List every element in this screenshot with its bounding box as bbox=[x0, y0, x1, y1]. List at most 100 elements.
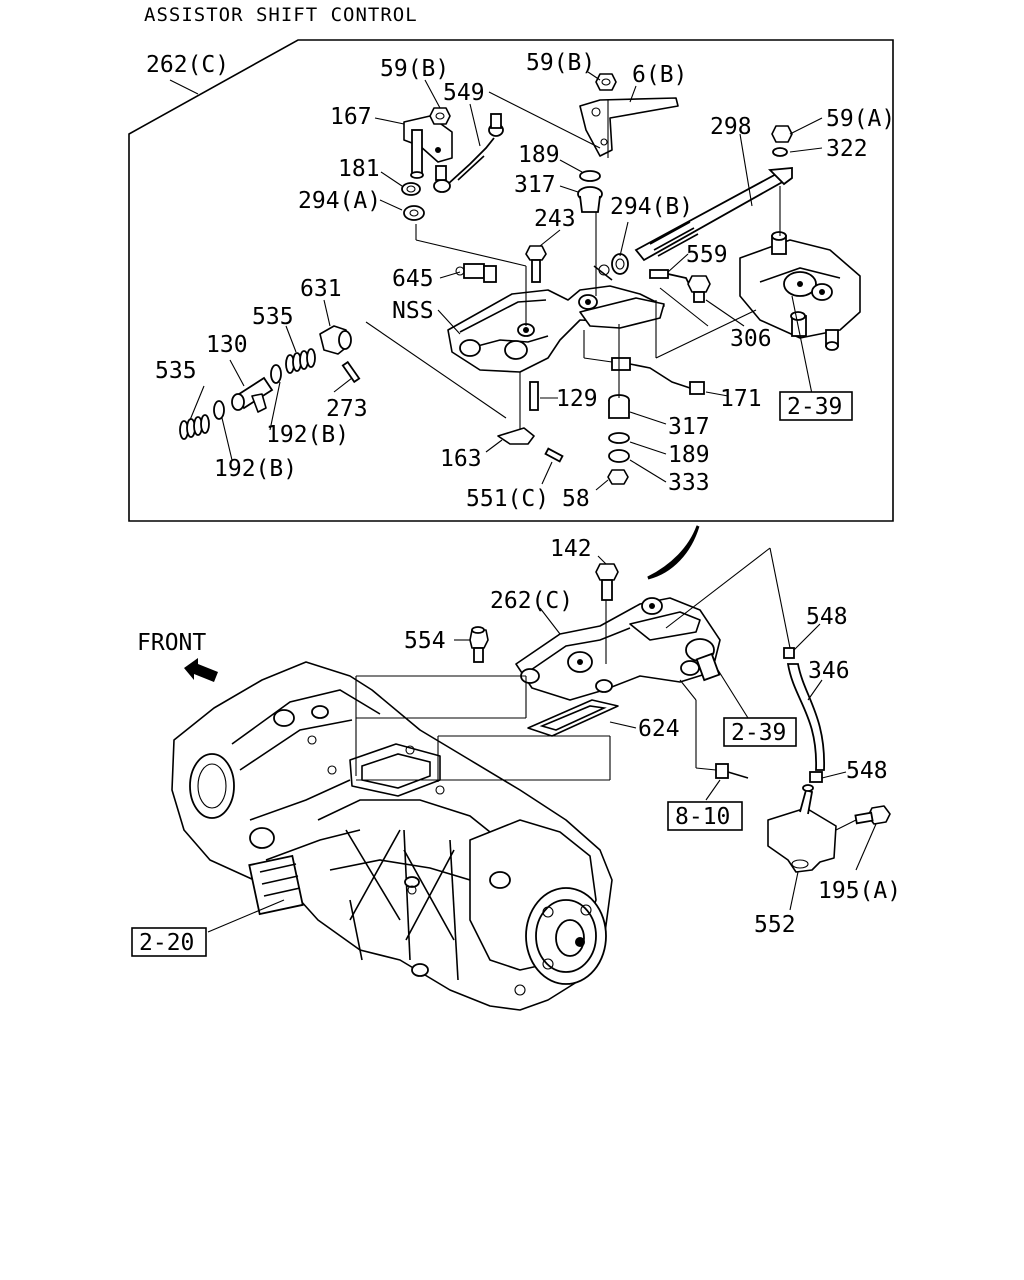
callout-142: 142 bbox=[550, 536, 592, 562]
washer-part bbox=[213, 400, 225, 420]
bushing-part bbox=[608, 394, 630, 419]
stud-bolt-part bbox=[469, 626, 489, 663]
hose-fitting-part bbox=[783, 647, 795, 659]
hose-part bbox=[786, 663, 825, 771]
inset-frame bbox=[128, 39, 894, 522]
diagram-title: ASSISTOR SHIFT CONTROL bbox=[144, 4, 418, 26]
callout-559: 559 bbox=[686, 242, 728, 268]
bushing-part bbox=[403, 205, 425, 221]
callout-346: 346 bbox=[808, 658, 850, 684]
callout-130: 130 bbox=[206, 332, 248, 358]
valve-assembly-part bbox=[739, 231, 861, 351]
washer-part bbox=[772, 147, 788, 157]
washer-part bbox=[401, 182, 421, 196]
callout-195a: 195(A) bbox=[818, 878, 901, 904]
callout-554: 554 bbox=[404, 628, 446, 654]
spring-part bbox=[285, 348, 316, 374]
callout-317-bottom: 317 bbox=[668, 414, 710, 440]
callout-294a: 294(A) bbox=[298, 188, 381, 214]
bracket-part bbox=[767, 784, 837, 873]
callout-59b-right: 59(B) bbox=[526, 50, 595, 76]
washer-hole bbox=[406, 185, 416, 193]
shift-shaft-part bbox=[634, 167, 793, 262]
front-arrow-icon bbox=[184, 658, 218, 682]
transmission-part bbox=[171, 661, 613, 1011]
callout-552: 552 bbox=[754, 912, 796, 938]
nut-part bbox=[429, 107, 451, 125]
bushing-part bbox=[577, 186, 603, 213]
callout-189-bottom: 189 bbox=[668, 442, 710, 468]
callout-548-bottom: 548 bbox=[846, 758, 888, 784]
callout-273: 273 bbox=[326, 396, 368, 422]
callout-322: 322 bbox=[826, 136, 868, 162]
callout-317-top: 317 bbox=[514, 172, 556, 198]
hose-fitting-part bbox=[809, 771, 823, 783]
bolt-part bbox=[525, 245, 547, 283]
nut-part bbox=[595, 73, 617, 91]
callout-298: 298 bbox=[710, 114, 752, 140]
sensor-part bbox=[611, 357, 705, 395]
shift-lever-bracket-part bbox=[403, 115, 453, 179]
callout-631: 631 bbox=[300, 276, 342, 302]
cap-part bbox=[319, 325, 352, 355]
hose-fitting-part bbox=[649, 269, 693, 291]
ref-2-20[interactable]: 2-20 bbox=[139, 930, 194, 956]
callout-262c-bottom: 262(C) bbox=[490, 588, 573, 614]
detail-arrow bbox=[647, 525, 700, 580]
ref-2-39-bottom[interactable]: 2-39 bbox=[731, 720, 786, 746]
callout-333: 333 bbox=[668, 470, 710, 496]
pin-part bbox=[544, 447, 564, 463]
ref-box-2-20[interactable] bbox=[131, 927, 207, 957]
callout-59a: 59(A) bbox=[826, 106, 895, 132]
ref-box-2-39-bottom[interactable] bbox=[723, 717, 797, 747]
pin-part bbox=[529, 381, 539, 411]
callout-192b-upper: 192(B) bbox=[266, 422, 349, 448]
lever-part bbox=[497, 427, 535, 445]
callout-549: 549 bbox=[443, 80, 485, 106]
nut-part bbox=[607, 469, 629, 485]
connector-part bbox=[715, 763, 749, 779]
bushing-part bbox=[611, 253, 629, 275]
ref-8-10[interactable]: 8-10 bbox=[675, 804, 730, 830]
ref-2-39-top[interactable]: 2-39 bbox=[787, 394, 842, 420]
shift-housing-part bbox=[447, 264, 665, 373]
bolt-part bbox=[854, 805, 891, 825]
lower-leader-lines bbox=[207, 547, 877, 933]
o-ring-part bbox=[608, 432, 630, 444]
front-label: FRONT bbox=[137, 630, 206, 656]
switch-part bbox=[455, 263, 497, 283]
bolt-part bbox=[687, 275, 711, 303]
callout-548-top: 548 bbox=[806, 604, 848, 630]
callout-nss: NSS bbox=[392, 298, 434, 324]
upper-leader-lines bbox=[169, 71, 823, 491]
ref-box-2-39-top[interactable] bbox=[779, 391, 853, 421]
callout-192b-lower: 192(B) bbox=[214, 456, 297, 482]
callout-171: 171 bbox=[720, 386, 762, 412]
nut-part bbox=[771, 125, 793, 143]
spring-part bbox=[179, 414, 210, 440]
callout-624: 624 bbox=[638, 716, 680, 742]
link-rod-part bbox=[433, 113, 504, 193]
callout-163: 163 bbox=[440, 446, 482, 472]
washer-part bbox=[608, 449, 630, 463]
bolt-part bbox=[595, 563, 619, 601]
callout-535-lower: 535 bbox=[155, 358, 197, 384]
callout-58: 58 bbox=[562, 486, 590, 512]
o-ring-part bbox=[579, 170, 601, 182]
gasket-part bbox=[527, 699, 619, 737]
callout-6b: 6(B) bbox=[632, 62, 687, 88]
callout-535-upper: 535 bbox=[252, 304, 294, 330]
pin-part bbox=[341, 360, 361, 384]
callout-59b-left: 59(B) bbox=[380, 56, 449, 82]
callout-189-top: 189 bbox=[518, 142, 560, 168]
shift-control-assembly-part bbox=[515, 597, 721, 701]
callout-181: 181 bbox=[338, 156, 380, 182]
lever-part bbox=[579, 97, 679, 157]
callout-306: 306 bbox=[730, 326, 772, 352]
callout-167: 167 bbox=[330, 104, 372, 130]
callout-294b: 294(B) bbox=[610, 194, 693, 220]
callout-645: 645 bbox=[392, 266, 434, 292]
cylinder-part bbox=[231, 376, 274, 413]
ref-box-8-10[interactable] bbox=[667, 801, 743, 831]
